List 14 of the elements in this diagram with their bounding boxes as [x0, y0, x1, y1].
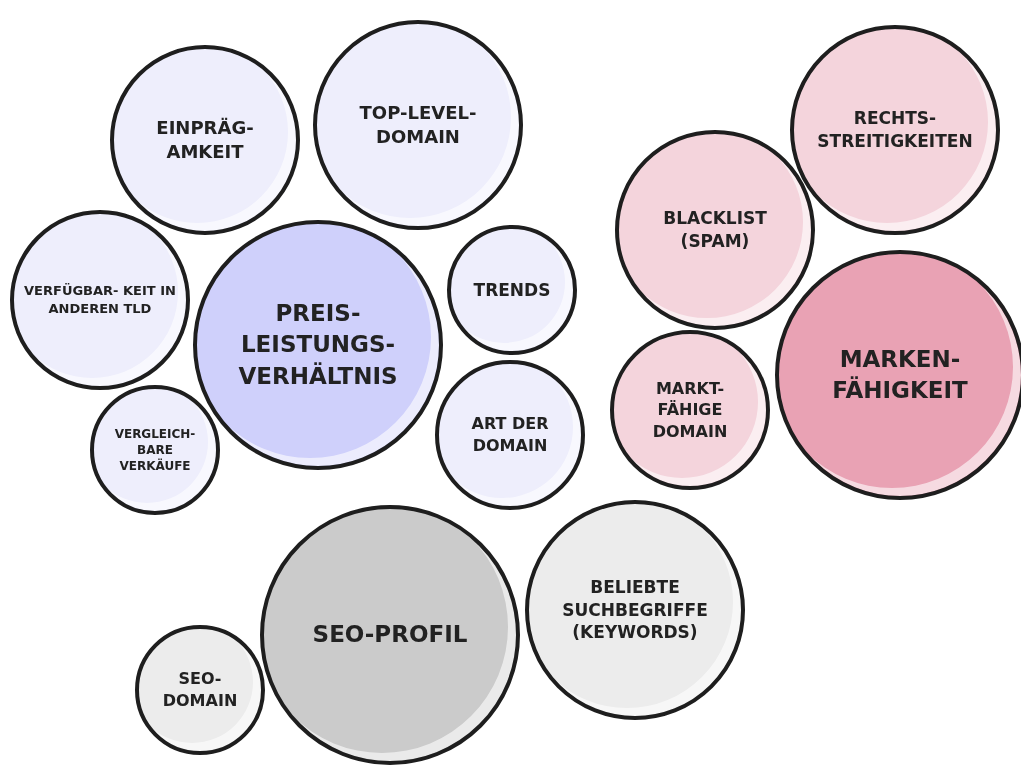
bubble-label: RECHTS- STREITIGKEITEN — [816, 107, 974, 153]
bubble-label: EINPRÄG- AMKEIT — [155, 115, 255, 164]
bubble-label: VERGLEICH- BARE VERKÄUFE — [113, 425, 197, 475]
bubble-label: SEO- DOMAIN — [161, 668, 239, 712]
bubble-label: TOP-LEVEL- DOMAIN — [358, 100, 478, 149]
bubble-label: MARKEN- FÄHIGKEIT — [831, 344, 969, 405]
bubble-label: BELIEBTE SUCHBEGRIFFE (KEYWORDS) — [561, 575, 709, 645]
bubble-label: TRENDS — [472, 278, 552, 302]
bubble-label: SEO-PROFIL — [311, 620, 469, 650]
bubble-label: PREIS- LEISTUNGS- VERHÄLTNIS — [237, 299, 399, 391]
bubble-label: MARKT- FÄHIGE DOMAIN — [651, 377, 729, 443]
bubble-label: BLACKLIST (SPAM) — [662, 207, 768, 253]
bubble-label: VERFÜGBAR- KEIT IN ANDEREN TLD — [23, 282, 177, 318]
bubble-label: ART DER DOMAIN — [470, 413, 550, 457]
